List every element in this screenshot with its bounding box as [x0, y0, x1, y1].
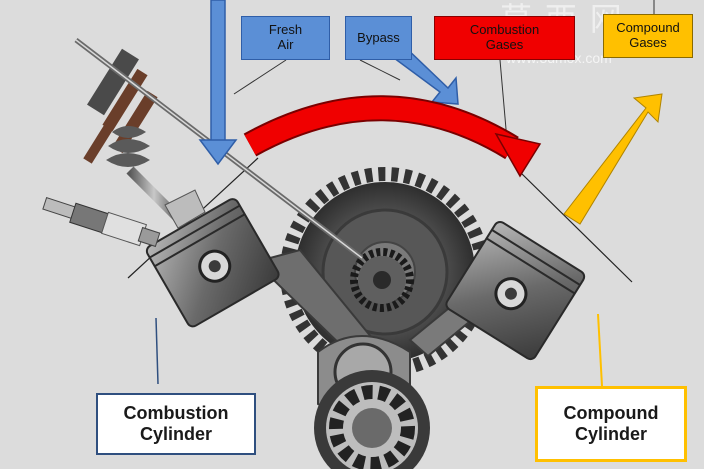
combustion-gases-arrow	[250, 108, 540, 176]
fresh-air-arrow	[200, 0, 236, 164]
spark-plug	[43, 198, 160, 247]
bypass-label: Bypass	[345, 16, 412, 60]
bypass-leader	[360, 60, 400, 80]
compound-cylinder-leader	[598, 314, 602, 386]
combustion-gases-label: Combustion Gases	[434, 16, 575, 60]
compound-cylinder-label: Compound Cylinder	[535, 386, 687, 462]
combustion-cylinder-leader	[156, 318, 158, 384]
compound-gases-arrow	[564, 94, 662, 224]
compound-gases-label: Compound Gases	[603, 14, 693, 58]
valve-train	[83, 49, 205, 228]
fresh-air-leader	[234, 60, 286, 94]
combustion-piston	[145, 197, 281, 329]
combustion-cylinder-label: Combustion Cylinder	[96, 393, 256, 455]
fresh-air-label: Fresh Air	[241, 16, 330, 60]
